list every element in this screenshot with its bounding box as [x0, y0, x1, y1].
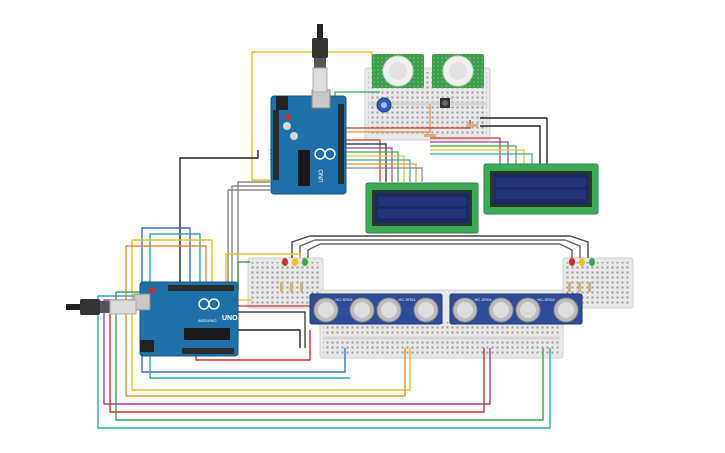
pushbutton[interactable] [440, 98, 450, 108]
upper-arduino[interactable]: UNO [270, 89, 347, 195]
led-group-right[interactable] [568, 258, 595, 292]
arduino-logo-lower [198, 298, 220, 310]
resistor[interactable] [466, 124, 478, 127]
sonar-label: HC-SR04 [335, 297, 353, 302]
lower-arduino[interactable]: UNO ARDUINO [133, 281, 239, 357]
ultrasonic-sensor-2[interactable]: HC-SR04 HC-SR04 [449, 293, 583, 325]
resistor[interactable] [424, 134, 436, 137]
arduino-logo-upper [314, 148, 336, 160]
pir-sensor-1[interactable] [372, 54, 424, 88]
ultrasonic-sensor-1[interactable]: HC-SR04 HC-SR04 [309, 293, 443, 325]
sonar-label: HC-SR04 [398, 297, 416, 302]
usb-plug-left[interactable] [66, 299, 137, 315]
upper-arduino-model: UNO [319, 169, 325, 183]
lower-arduino-brand: ARDUINO [198, 318, 216, 323]
usb-plug-top[interactable]: usb [312, 24, 328, 93]
breadboard-left[interactable] [247, 257, 324, 309]
pir-sensor-2[interactable] [432, 54, 484, 88]
potentiometer[interactable]: pot [376, 97, 392, 113]
sonar-label: HC-SR04 [537, 297, 555, 302]
lcd-display-1[interactable] [365, 182, 479, 234]
lower-arduino-model: UNO [222, 315, 238, 322]
lcd-display-2[interactable] [483, 163, 599, 215]
sonar-label: HC-SR04 [474, 297, 492, 302]
led-group-left[interactable] [280, 258, 308, 292]
